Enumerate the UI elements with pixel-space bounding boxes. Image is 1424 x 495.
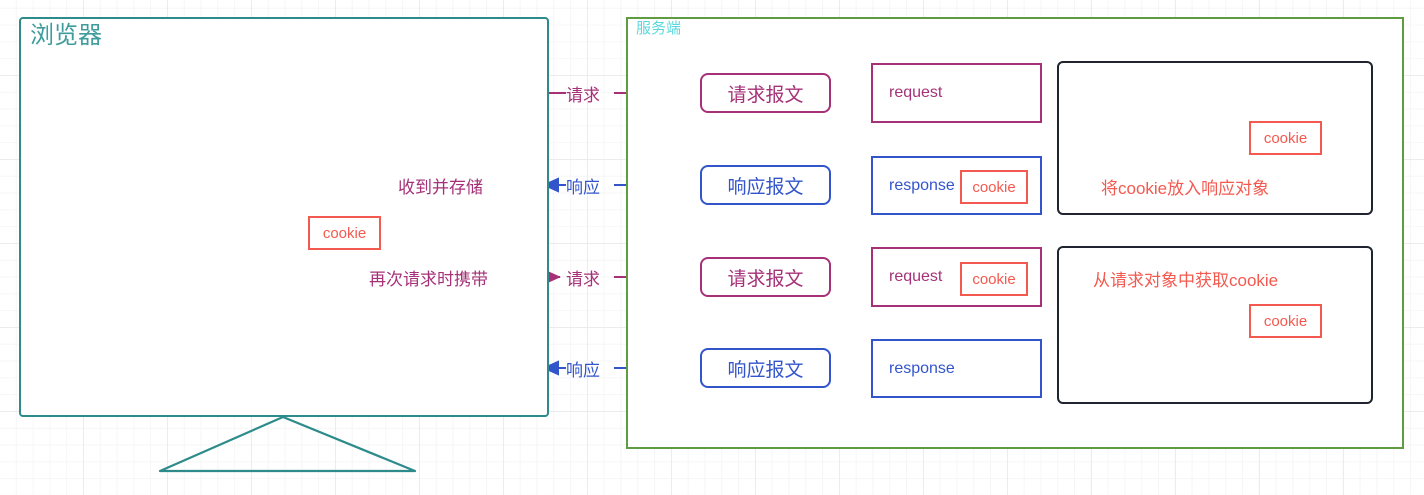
server-created-cookie-box[interactable]: cookie xyxy=(1249,121,1322,155)
request-object-cookie-label: cookie xyxy=(972,270,1016,288)
response-message-label-2: 响应报文 xyxy=(727,359,804,381)
response-object-box-2[interactable]: response xyxy=(871,339,1042,398)
request-object-box-2[interactable]: request cookie xyxy=(871,247,1042,307)
request-flow-label-2: 请求 xyxy=(566,270,600,289)
get-cookie-from-request-label: 从请求对象中获取cookie xyxy=(1090,266,1282,291)
browser-cookie-label: cookie xyxy=(322,224,367,242)
request-message-box-2[interactable]: 请求报文 xyxy=(700,257,831,297)
response-object-cookie-label: cookie xyxy=(972,178,1016,196)
response-object-box-1[interactable]: response cookie xyxy=(871,156,1042,215)
server-created-cookie-label: cookie xyxy=(1263,129,1308,147)
request-object-box-1[interactable]: request xyxy=(871,63,1042,123)
monitor-stand-icon xyxy=(158,415,417,473)
carry-cookie-label: 再次请求时携带 xyxy=(366,265,491,290)
request-message-box-1[interactable]: 请求报文 xyxy=(700,73,831,113)
browser-title: 浏览器 xyxy=(30,22,102,49)
response-message-label-1: 响应报文 xyxy=(727,176,804,198)
request-object-label-1: request xyxy=(889,84,943,101)
response-flow-label-1: 响应 xyxy=(566,178,600,197)
request-message-label-2: 请求报文 xyxy=(727,268,804,290)
request-flow-label-1: 请求 xyxy=(566,86,600,105)
server-read-cookie-label: cookie xyxy=(1263,312,1308,330)
request-message-label-1: 请求报文 xyxy=(727,84,804,106)
response-message-box-2[interactable]: 响应报文 xyxy=(700,348,831,388)
server-read-cookie-box[interactable]: cookie xyxy=(1249,304,1322,338)
response-object-label-1: response xyxy=(889,176,955,194)
request-object-cookie[interactable]: cookie xyxy=(960,262,1028,296)
put-cookie-into-response-label: 将cookie放入响应对象 xyxy=(1098,174,1273,199)
browser-container xyxy=(19,17,549,417)
response-object-label-2: response xyxy=(889,359,955,377)
response-message-box-1[interactable]: 响应报文 xyxy=(700,165,831,205)
browser-cookie-box[interactable]: cookie xyxy=(308,216,381,250)
response-flow-label-2: 响应 xyxy=(566,361,600,380)
request-object-label-2: request xyxy=(889,268,943,285)
response-object-cookie[interactable]: cookie xyxy=(960,170,1028,204)
receive-and-store-label: 收到并存储 xyxy=(395,173,486,198)
server-title: 服务端 xyxy=(636,20,682,37)
